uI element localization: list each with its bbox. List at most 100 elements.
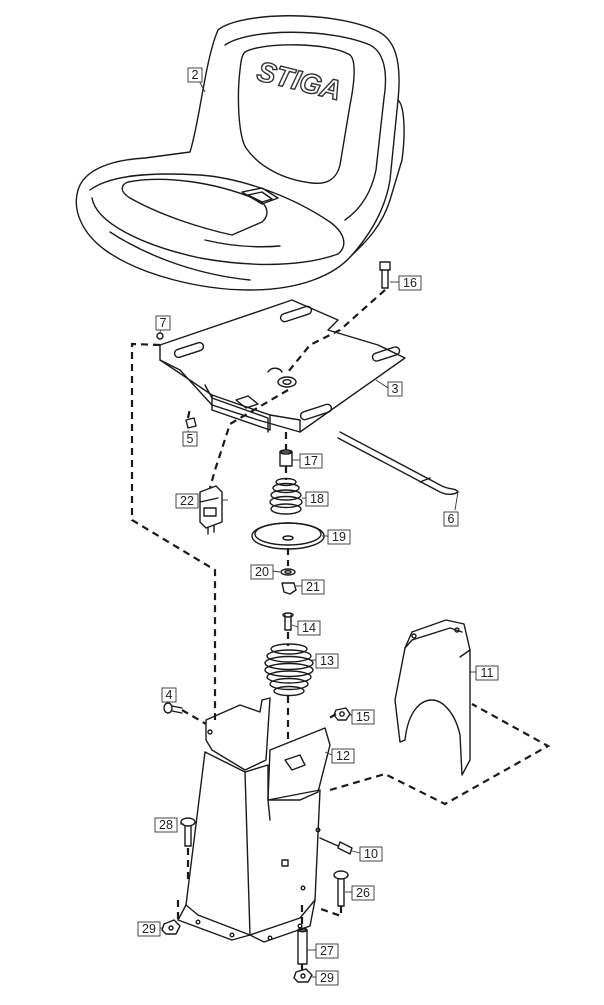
callout-screw-10: 10 bbox=[359, 846, 383, 862]
bushing-part bbox=[279, 449, 293, 467]
callout-nut-29: 29 bbox=[315, 970, 339, 986]
callout-label: 28 bbox=[159, 818, 173, 832]
callout-nut-15: 15 bbox=[351, 709, 375, 725]
seat-plate-part bbox=[159, 299, 406, 433]
screw-10-part bbox=[319, 837, 353, 855]
callout-label: 20 bbox=[255, 565, 269, 579]
callout-cover-11: 11 bbox=[475, 665, 499, 681]
callout-box bbox=[305, 491, 329, 507]
callout-label: 18 bbox=[310, 492, 324, 506]
callout-box bbox=[387, 381, 403, 397]
callout-spring-18: 18 bbox=[305, 491, 329, 507]
callout-label: 29 bbox=[142, 922, 156, 936]
callout-box bbox=[154, 817, 178, 833]
callout-switch-22: 22 bbox=[175, 493, 199, 509]
callout-box bbox=[187, 67, 203, 83]
callout-box bbox=[351, 885, 375, 901]
callout-spacer-27: 27 bbox=[315, 943, 339, 959]
callout-nut-5: 5 bbox=[182, 431, 198, 447]
callout-group: 2 16 7 3 5 17 22 18 6 19 20 21 14 13 11 4 15 12 28 10 26 27 29… bbox=[137, 67, 499, 986]
seat-bracket-part bbox=[177, 697, 331, 943]
adjust-rod-part bbox=[337, 431, 459, 495]
nut-29b-part bbox=[293, 968, 313, 983]
spring-part bbox=[269, 477, 303, 515]
callout-label: 29 bbox=[320, 971, 334, 985]
callout-label: 26 bbox=[356, 886, 370, 900]
callout-disc-19: 19 bbox=[327, 529, 351, 545]
switch-part bbox=[199, 485, 223, 535]
carriage-bolt-26-part bbox=[333, 870, 349, 907]
nut-15-part bbox=[333, 707, 351, 721]
callout-box bbox=[351, 709, 375, 725]
callout-label: 7 bbox=[160, 316, 167, 330]
callout-label: 16 bbox=[403, 276, 417, 290]
callout-box bbox=[175, 493, 199, 509]
bolt-14-part bbox=[282, 612, 294, 631]
nut-5-part bbox=[185, 417, 197, 429]
callout-box bbox=[331, 748, 355, 764]
callout-label: 22 bbox=[180, 494, 194, 508]
callout-label: 4 bbox=[166, 688, 173, 702]
callout-bushing-17: 17 bbox=[299, 453, 323, 469]
callout-box bbox=[475, 665, 499, 681]
callout-label: 5 bbox=[187, 432, 194, 446]
callout-box bbox=[250, 564, 274, 580]
small-pin-part bbox=[156, 332, 164, 340]
callout-box bbox=[443, 511, 459, 527]
callout-large-spring-13: 13 bbox=[315, 653, 339, 669]
callout-adjust-rod-6: 6 bbox=[443, 511, 459, 527]
callout-label: 19 bbox=[332, 530, 346, 544]
callout-label: 10 bbox=[364, 847, 378, 861]
nut-21-part bbox=[281, 582, 297, 595]
callout-carriage-bolt-26: 26 bbox=[351, 885, 375, 901]
large-spring-part bbox=[264, 643, 314, 697]
bolt-4-part bbox=[163, 702, 183, 714]
callout-seat-bracket-12: 12 bbox=[331, 748, 355, 764]
callout-box bbox=[299, 453, 323, 469]
callout-box bbox=[398, 275, 422, 291]
callout-nut-29: 29 bbox=[137, 921, 161, 937]
callout-nut-21: 21 bbox=[301, 579, 325, 595]
disc-part bbox=[251, 522, 325, 550]
spacer-27-part bbox=[297, 927, 308, 965]
callout-box bbox=[359, 846, 383, 862]
carriage-bolt-28-part bbox=[180, 817, 196, 847]
callout-label: 21 bbox=[306, 580, 320, 594]
callout-bolt-4: 4 bbox=[161, 687, 177, 703]
callout-seat-2: 2 bbox=[187, 67, 203, 83]
seat-bolt-part bbox=[379, 261, 391, 289]
callout-label: 27 bbox=[320, 944, 334, 958]
washer-part bbox=[280, 568, 296, 576]
callout-label: 12 bbox=[336, 749, 350, 763]
callout-label: 6 bbox=[448, 512, 455, 526]
callout-box bbox=[182, 431, 198, 447]
callout-box bbox=[137, 921, 161, 937]
callout-box bbox=[315, 970, 339, 986]
callout-label: 17 bbox=[304, 454, 318, 468]
callout-box bbox=[327, 529, 351, 545]
callout-box bbox=[315, 653, 339, 669]
callout-label: 13 bbox=[320, 654, 334, 668]
callout-box bbox=[155, 315, 171, 331]
callout-box bbox=[301, 579, 325, 595]
brand-logo-text: STIGA bbox=[254, 55, 345, 106]
callout-label: 15 bbox=[356, 710, 370, 724]
callout-label: 11 bbox=[481, 666, 494, 680]
callout-small-pin-7: 7 bbox=[155, 315, 171, 331]
callout-washer-20: 20 bbox=[250, 564, 274, 580]
callout-carriage-bolt-28: 28 bbox=[154, 817, 178, 833]
callout-box bbox=[297, 620, 321, 636]
callout-label: 14 bbox=[302, 621, 316, 635]
assembly-lines bbox=[130, 289, 551, 970]
callout-seat-plate-3: 3 bbox=[387, 381, 403, 397]
callout-label: 3 bbox=[392, 382, 399, 396]
callout-seat-bolt-16: 16 bbox=[398, 275, 422, 291]
cover-part bbox=[394, 619, 471, 776]
callout-label: 2 bbox=[192, 68, 199, 82]
callout-box bbox=[161, 687, 177, 703]
seat-part bbox=[75, 15, 405, 291]
nut-29a-part bbox=[161, 919, 181, 935]
callout-box bbox=[315, 943, 339, 959]
